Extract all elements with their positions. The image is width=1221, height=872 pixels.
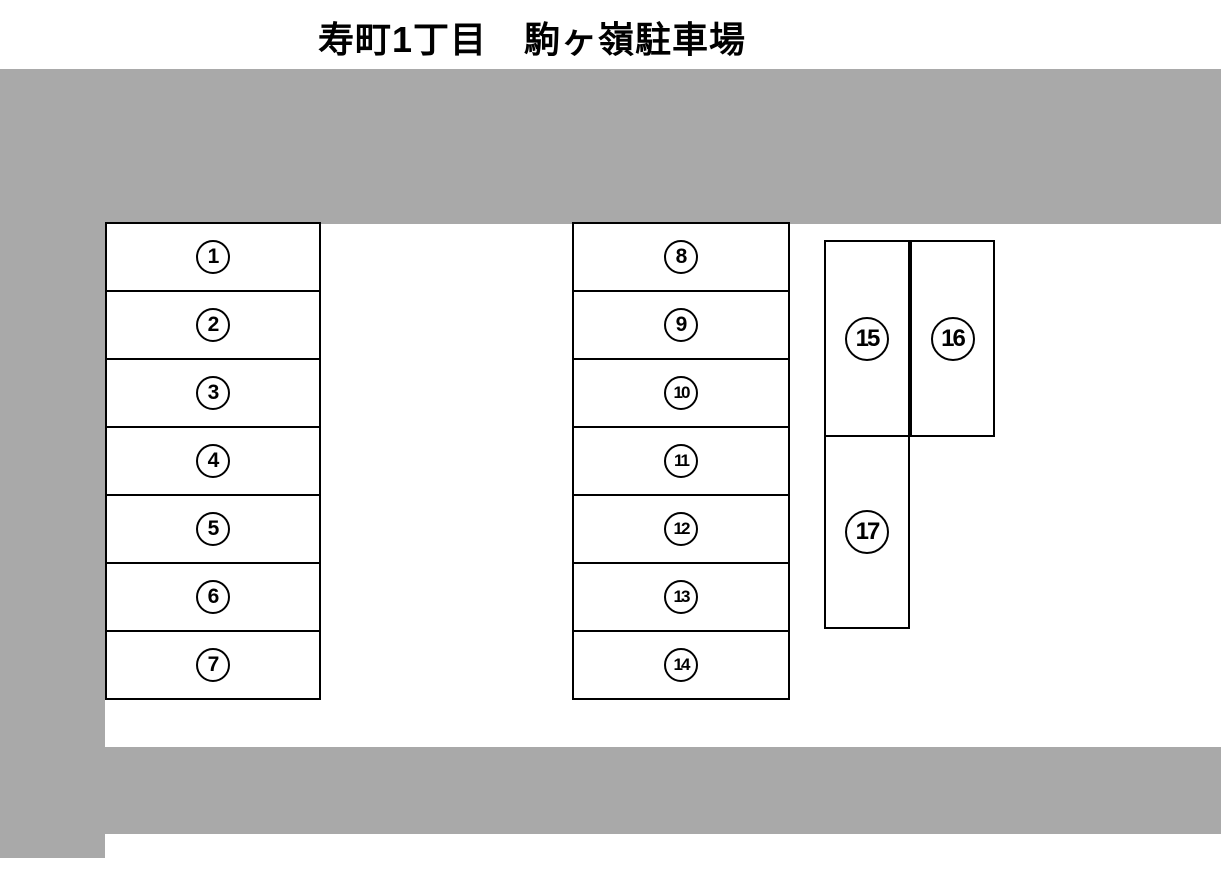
parking-space-16: 16 — [910, 240, 995, 437]
parking-space-4: 4 — [105, 426, 321, 496]
space-number-6: 6 — [196, 580, 230, 614]
parking-column-middle: 8 9 10 11 12 13 14 — [572, 222, 790, 700]
road-area-left — [0, 224, 105, 858]
space-number-11: 11 — [664, 444, 698, 478]
space-number-16: 16 — [930, 316, 975, 361]
parking-space-2: 2 — [105, 290, 321, 360]
space-number-12: 12 — [664, 512, 698, 546]
page-title: 寿町1丁目 駒ヶ嶺駐車場 — [318, 19, 747, 60]
parking-space-7: 7 — [105, 630, 321, 700]
parking-column-left: 1 2 3 4 5 6 7 — [105, 222, 321, 700]
road-area-bottom — [105, 747, 1221, 834]
parking-space-12: 12 — [572, 494, 790, 564]
parking-space-9: 9 — [572, 290, 790, 360]
space-number-4: 4 — [196, 444, 230, 478]
space-number-9: 9 — [664, 308, 698, 342]
parking-space-15: 15 — [824, 240, 910, 437]
space-number-2: 2 — [196, 308, 230, 342]
space-number-17: 17 — [845, 510, 889, 554]
parking-space-13: 13 — [572, 562, 790, 632]
parking-space-1: 1 — [105, 222, 321, 292]
space-number-15: 15 — [845, 316, 889, 361]
space-number-1: 1 — [196, 240, 230, 274]
space-number-13: 13 — [664, 580, 698, 614]
parking-space-14: 14 — [572, 630, 790, 700]
space-number-7: 7 — [196, 648, 230, 682]
parking-space-5: 5 — [105, 494, 321, 564]
space-number-5: 5 — [196, 512, 230, 546]
parking-space-17: 17 — [824, 435, 910, 629]
space-number-10: 10 — [664, 376, 698, 410]
road-area-top — [0, 69, 1221, 224]
parking-space-6: 6 — [105, 562, 321, 632]
parking-space-3: 3 — [105, 358, 321, 428]
space-number-8: 8 — [664, 240, 698, 274]
parking-space-8: 8 — [572, 222, 790, 292]
parking-space-10: 10 — [572, 358, 790, 428]
parking-space-11: 11 — [572, 426, 790, 496]
space-number-3: 3 — [196, 376, 230, 410]
space-number-14: 14 — [664, 648, 698, 682]
